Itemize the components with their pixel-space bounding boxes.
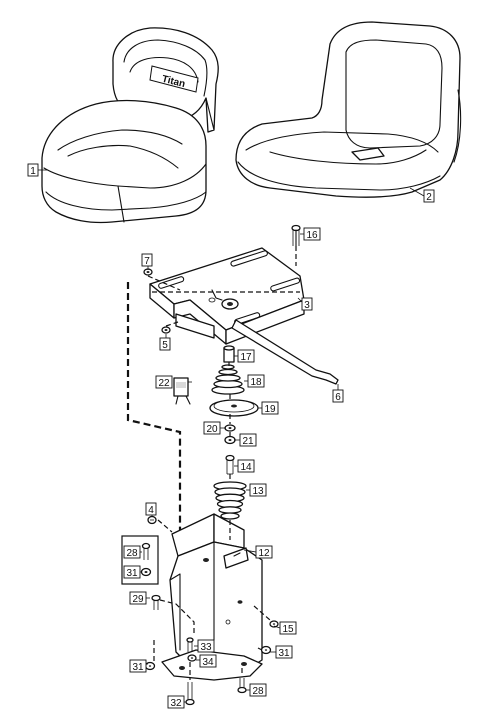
nut-31-left [144,661,156,671]
bolt-28-bottom [237,678,247,694]
callout-12: 12 [255,545,273,559]
callout-labels: 1 2 3 4 5 6 7 12 [27,163,435,709]
seat-switch-22 [173,377,191,405]
callout-15: 15 [279,621,297,635]
washer-20 [224,424,236,432]
svg-text:15: 15 [282,624,294,635]
callout-31-right: 31 [275,645,293,659]
washer-34 [187,654,197,662]
spacer-17 [223,345,235,363]
svg-text:4: 4 [148,505,154,516]
callout-3: 3 [301,297,313,311]
bolt-33 [186,637,194,652]
svg-text:19: 19 [264,404,276,415]
svg-text:21: 21 [242,436,254,447]
svg-text:22: 22 [158,378,170,389]
svg-text:34: 34 [202,657,214,668]
svg-text:3: 3 [304,300,310,311]
callout-18: 18 [247,374,265,388]
svg-text:17: 17 [240,352,252,363]
svg-text:1: 1 [30,166,36,177]
bolt-29 [151,594,161,610]
callout-7: 7 [141,253,153,267]
svg-text:7: 7 [144,256,150,267]
screw-4 [147,515,157,525]
callout-1: 1 [27,163,39,177]
seat-2-low-back [235,21,462,198]
callout-6: 6 [332,389,344,403]
callout-31-box: 31 [123,565,141,579]
callout-13: 13 [249,483,267,497]
svg-text:29: 29 [132,594,144,605]
callout-33: 33 [197,639,215,653]
callout-17: 17 [237,349,255,363]
seat-1-high-back: Titan [41,27,219,224]
callout-16: 16 [303,227,321,241]
callout-5: 5 [159,337,171,351]
callout-28-bottom: 28 [249,683,267,697]
seat-mount-plate [149,247,305,345]
svg-text:5: 5 [162,340,168,351]
bolt-16 [291,224,301,247]
assembly-guide-lines [126,246,297,680]
svg-text:16: 16 [306,230,318,241]
adjustment-rod-6 [231,319,339,385]
callout-2: 2 [423,189,435,203]
spring-18 [211,364,245,395]
svg-text:31: 31 [126,568,138,579]
callout-21: 21 [239,433,257,447]
svg-text:32: 32 [170,698,182,709]
svg-text:18: 18 [250,377,262,388]
svg-text:31: 31 [278,648,290,659]
svg-text:20: 20 [206,424,218,435]
hardware-kit-box [121,535,159,585]
disc-plate-19 [209,399,259,417]
callout-19: 19 [261,401,279,415]
svg-text:14: 14 [240,462,252,473]
callout-14: 14 [237,459,255,473]
svg-text:2: 2 [426,192,432,203]
callout-4: 4 [145,502,157,516]
nut-5 [161,326,171,334]
spring-13 [213,481,247,520]
nut-15 [269,620,279,628]
bolt-32 [185,682,195,706]
callout-20: 20 [203,421,221,435]
bolt-14 [225,454,235,475]
nut-21 [224,435,236,445]
callout-34: 34 [199,654,217,668]
callout-22: 22 [155,375,173,389]
svg-text:31: 31 [132,662,144,673]
svg-text:13: 13 [252,486,264,497]
svg-text:12: 12 [258,548,270,559]
callout-29: 29 [129,591,147,605]
nut-31-right [260,645,272,655]
svg-text:6: 6 [335,392,341,403]
callout-32: 32 [167,695,185,709]
svg-text:28: 28 [126,548,138,559]
svg-text:33: 33 [200,642,212,653]
callout-31-left: 31 [129,659,147,673]
svg-text:28: 28 [252,686,264,697]
callout-28-box: 28 [123,545,141,559]
leader-lines [38,169,425,703]
